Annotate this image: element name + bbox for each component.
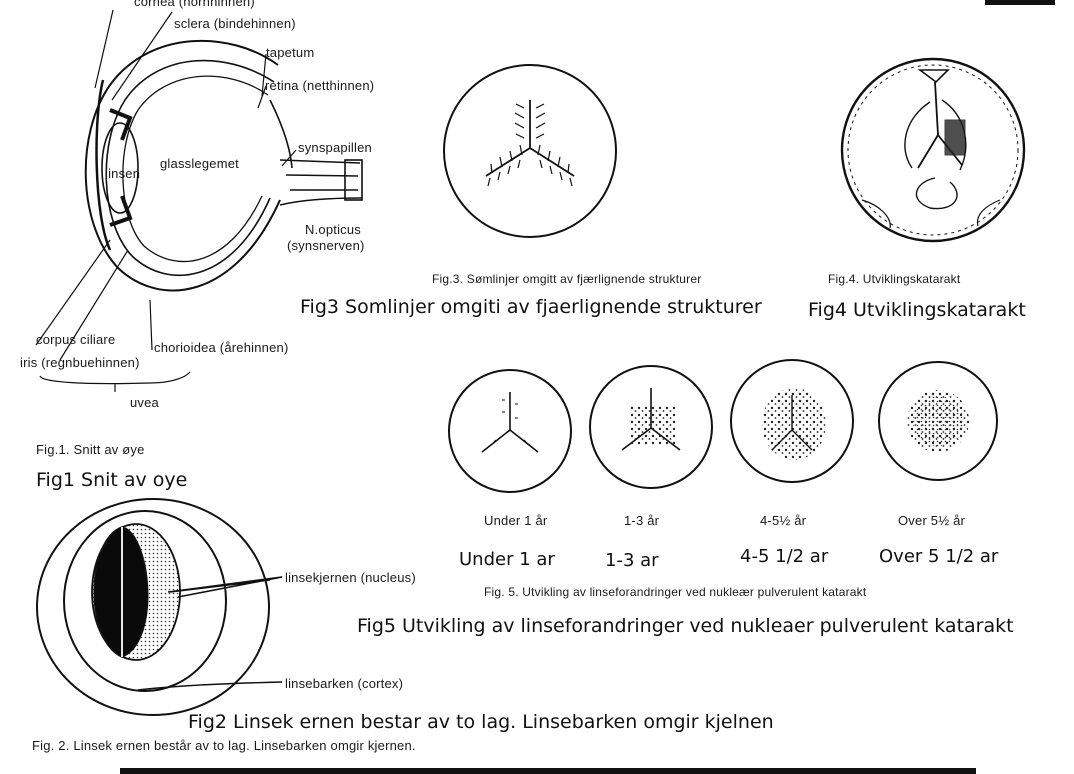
fig3-caption-scan: Fig.3. Sømlinjer omgitt av fjærlignende …: [432, 272, 702, 286]
iris-ciliary: [109, 108, 133, 227]
leader-cortex: [137, 681, 283, 691]
leader-iris: [59, 249, 129, 361]
stage3-scan-label: 4-5½ år: [760, 513, 807, 528]
stage1-suture: [481, 392, 539, 453]
feather-left: [487, 144, 523, 187]
tapetum-arc: [269, 99, 293, 169]
label-synsnerven: (synsnerven): [287, 238, 365, 253]
uvea-brace: [39, 371, 191, 392]
fig4-dense-area: [944, 119, 966, 156]
leader-nucleus: [167, 576, 283, 598]
fig2-caption-scan: Fig. 2. Linsek ernen består av to lag. L…: [32, 738, 416, 753]
label-tapetum: tapetum: [266, 45, 315, 60]
feather-right: [537, 144, 573, 187]
fig4-caption-scan: Fig.4. Utviklingskatarakt: [828, 272, 961, 286]
stage2-scan-label: 1-3 år: [624, 513, 660, 528]
nucleus-dark-right: [121, 526, 149, 658]
stage1-label: Under 1 ar: [459, 549, 555, 570]
developmental-cataract-diagram: [840, 57, 1026, 243]
suture-lines-diagram: [443, 64, 617, 238]
stage2-stipple: [630, 405, 675, 445]
label-uvea: uvea: [130, 395, 159, 410]
stage4-label: Over 5 1/2 ar: [879, 546, 999, 567]
fig3-caption: Fig3 Somlinjer omgiti av fjaerlignende s…: [300, 296, 762, 318]
leader-corpus: [35, 239, 111, 346]
stage1-scan-label: Under 1 år: [484, 513, 548, 528]
stage-1-3: [589, 365, 713, 489]
fig1-caption-scan: Fig.1. Snitt av øye: [36, 442, 145, 457]
fig2-caption: Fig2 Linsek ernen bestar av to lag. Lins…: [188, 711, 774, 733]
stage4-circle: [878, 361, 998, 481]
label-sclera: sclera (bindehinnen): [174, 16, 296, 31]
lens-layers-diagram: [36, 498, 283, 716]
leader-tapetum: [261, 53, 267, 97]
stage-under-1: [448, 369, 572, 493]
fig5-caption: Fig5 Utvikling av linseforandringer ved …: [357, 615, 1014, 637]
label-nopticus: N.opticus: [305, 222, 361, 237]
sclera-outline: [84, 39, 281, 292]
label-cornea: cornea (hornhinnen): [134, 0, 255, 9]
stage-over-5: [878, 361, 998, 481]
stage-4-5: [730, 359, 854, 483]
scan-edge-artifact: [985, 0, 1055, 5]
stage3-opacity: [762, 388, 826, 460]
label-chorioidea: chorioidea (årehinnen): [154, 340, 289, 355]
label-iris: iris (regnbuehinnen): [20, 355, 140, 370]
feather-up: [514, 103, 546, 139]
stage2-label: 1-3 ar: [605, 550, 659, 571]
optic-nerve-end: [344, 159, 363, 201]
lens-cortex-ring: [63, 510, 227, 692]
fig4-caption: Fig4 Utviklingskatarakt: [808, 299, 1026, 321]
cornea: [95, 79, 112, 251]
fig4-circle: [840, 57, 1026, 243]
opacity-top: [917, 69, 950, 84]
label-synspapillen: synspapillen: [298, 140, 372, 155]
optic-nerve: [279, 159, 363, 206]
stage3-label: 4-5 1/2 ar: [740, 546, 829, 567]
fig4-lower-loop: [915, 177, 958, 210]
stage1-circle: [448, 369, 572, 493]
retina-outline: [122, 75, 269, 263]
label-cortex: linsebarken (cortex): [285, 676, 404, 691]
label-corpus-ciliare: corpus ciliare: [36, 332, 116, 347]
choroid-outline: [105, 59, 275, 276]
fig5-caption-scan: Fig. 5. Utvikling av linseforandringer v…: [484, 585, 867, 599]
scan-bottom-bar: [120, 768, 976, 774]
stage2-circle: [589, 365, 713, 489]
label-linsen: linsen: [105, 166, 141, 181]
lens: [101, 122, 139, 214]
nucleus-dark-left: [93, 525, 123, 659]
fig4-inner-ring: [847, 64, 1019, 236]
leader-cornea: [94, 9, 114, 89]
stage3-circle: [730, 359, 854, 483]
leader-chorioidea: [149, 299, 153, 351]
suture-y: [485, 100, 575, 177]
leader-sclera: [111, 11, 173, 101]
stage4-scan-label: Over 5½ år: [898, 513, 966, 528]
leader-synspapillen: [281, 149, 297, 167]
lens-outer: [36, 498, 270, 716]
label-glasslegemet: glasslegemet: [160, 156, 239, 171]
fig1-caption: Fig1 Snit av oye: [36, 469, 188, 491]
eye-section-diagram: [35, 9, 363, 392]
label-retina: retina (netthinnen): [265, 78, 375, 93]
fig3-circle: [443, 64, 617, 238]
leader-retina: [257, 85, 267, 109]
label-nucleus: linsekjernen (nucleus): [285, 570, 416, 585]
fig4-peripheral: [861, 199, 1001, 229]
